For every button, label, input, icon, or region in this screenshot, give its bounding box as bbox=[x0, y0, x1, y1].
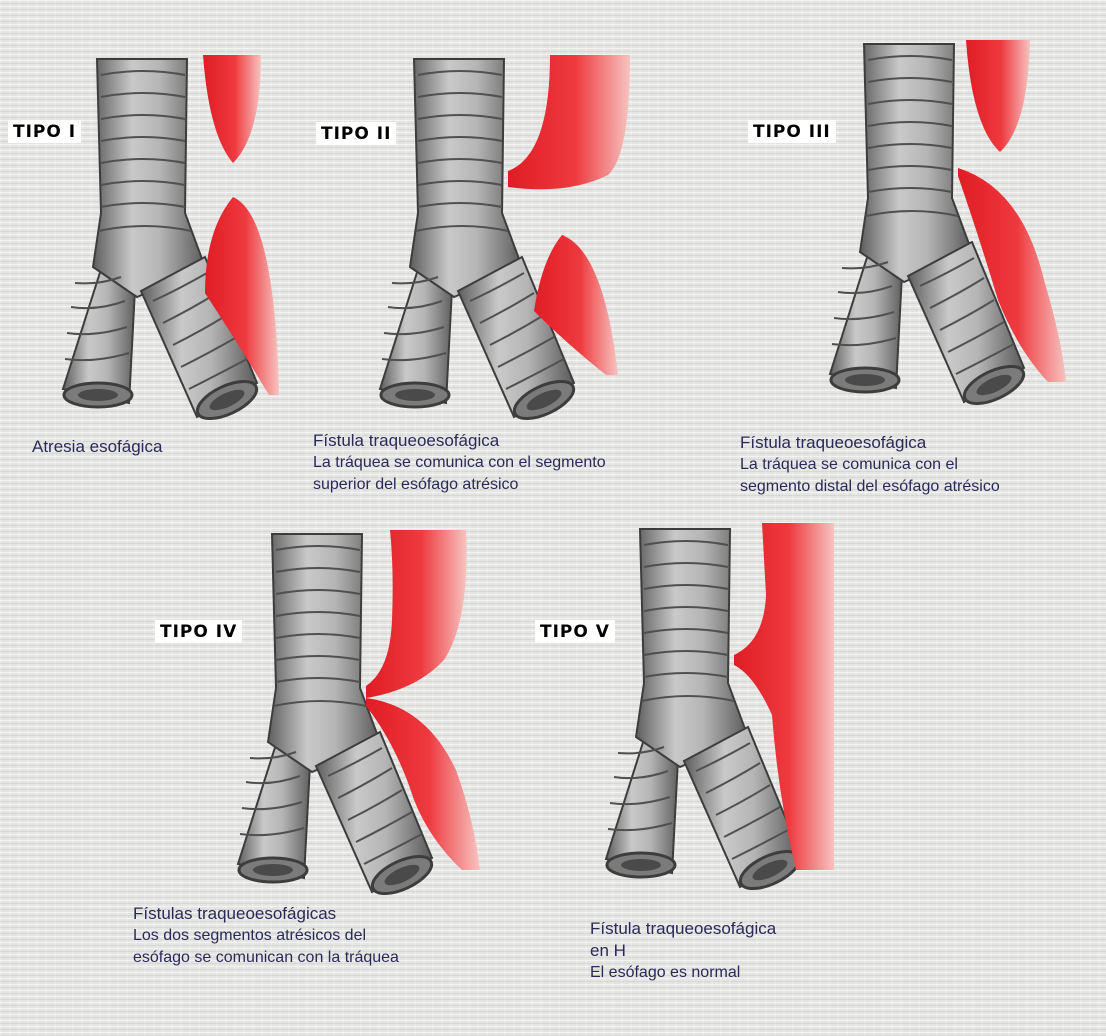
panel-tipo-v bbox=[598, 515, 858, 895]
upper-esophagus-pouch bbox=[966, 40, 1030, 152]
panel-tipo-iv bbox=[230, 520, 490, 900]
caption-line: superior del esófago atrésico bbox=[313, 474, 606, 496]
caption-line: El esófago es normal bbox=[590, 962, 776, 984]
caption-line: Los dos segmentos atrésicos del bbox=[133, 925, 399, 947]
tipo-i-label: TIPO I bbox=[8, 120, 81, 143]
caption-line: La tráquea se comunica con el segmento bbox=[313, 452, 606, 474]
panel-tipo-ii bbox=[372, 45, 632, 425]
upper-esophagus-pouch bbox=[203, 55, 261, 163]
panel-tipo-i bbox=[55, 45, 295, 425]
tipo-ii-illustration bbox=[372, 45, 632, 425]
tipo-iii-caption: Fístula traqueoesofágica La tráquea se c… bbox=[740, 432, 1000, 498]
tipo-iii-label: TIPO III bbox=[748, 120, 836, 143]
caption-title: Fístula traqueoesofágica bbox=[740, 432, 1000, 454]
tipo-v-caption: Fístula traqueoesofágica en H El esófago… bbox=[590, 918, 776, 984]
caption-line: en H bbox=[590, 940, 776, 962]
tipo-ii-caption: Fístula traqueoesofágica La tráquea se c… bbox=[313, 430, 606, 496]
tipo-ii-label: TIPO II bbox=[316, 122, 396, 145]
panel-tipo-iii bbox=[822, 30, 1082, 410]
caption-title: Fístulas traqueoesofágicas bbox=[133, 903, 399, 925]
tipo-i-illustration bbox=[55, 45, 295, 425]
caption-title: Fístula traqueoesofágica bbox=[313, 430, 606, 452]
caption-line: La tráquea se comunica con el bbox=[740, 454, 1000, 476]
tipo-v-illustration bbox=[598, 515, 858, 895]
upper-esophagus-fistula bbox=[508, 55, 630, 189]
tipo-v-label: TIPO V bbox=[535, 620, 615, 643]
caption-line: esófago se comunican con la tráquea bbox=[133, 947, 399, 969]
tipo-iv-caption: Fístulas traqueoesofágicas Los dos segme… bbox=[133, 903, 399, 969]
caption-title: Atresia esofágica bbox=[32, 436, 162, 458]
caption-line: segmento distal del esófago atrésico bbox=[740, 476, 1000, 498]
tipo-iii-illustration bbox=[822, 30, 1082, 410]
tipo-iv-illustration bbox=[230, 520, 490, 900]
upper-esophagus-fistula bbox=[366, 530, 467, 698]
caption-title: Fístula traqueoesofágica bbox=[590, 918, 776, 940]
tipo-iv-label: TIPO IV bbox=[155, 620, 242, 643]
tipo-i-caption: Atresia esofágica bbox=[32, 436, 162, 458]
